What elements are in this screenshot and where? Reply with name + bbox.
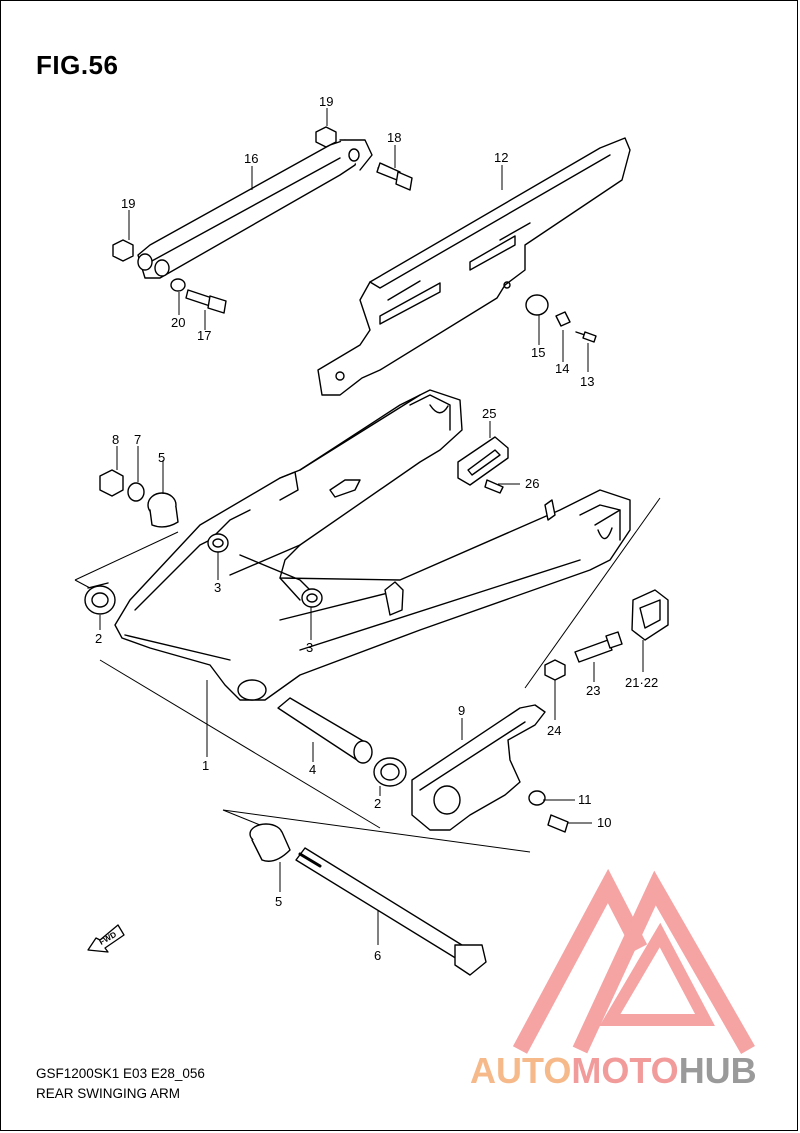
bolt-part10 [547,814,569,833]
bolt-part23 [574,631,623,663]
callout-24: 24 [547,723,561,738]
callout-2-lower: 2 [374,796,381,811]
watermark-logo [512,868,755,1054]
spacer-part4 [277,697,373,764]
nut-part19-top [315,126,337,148]
watermark-part2: MOTO [571,1050,679,1091]
model-code: GSF1200SK1 E03 E28_056 [36,1066,205,1081]
bearing-part3-upper [207,533,229,553]
callout-19-top: 19 [319,94,333,109]
spacer-part11 [528,790,546,806]
watermark-text: AUTOMOTOHUB [470,1050,757,1092]
plate-part25 [457,436,509,486]
bolt-part26 [484,479,504,494]
nut-part24 [544,659,566,681]
callout-16: 16 [244,151,258,166]
washer-part7 [127,482,145,502]
callout-25: 25 [482,406,496,421]
callout-3-upper: 3 [214,580,221,595]
torque-link-part16 [137,139,373,279]
callout-15: 15 [531,345,545,360]
callout-14: 14 [555,361,569,376]
callout-5-lower: 5 [275,894,282,909]
callout-5-upper: 5 [158,450,165,465]
collar-part14 [555,311,571,327]
callout-11: 11 [578,792,592,807]
callout-9: 9 [458,703,465,718]
callout-6: 6 [374,948,381,963]
screw-part13 [575,331,597,343]
chain-adjuster-part21-22 [631,589,669,641]
grommet-part15 [525,294,549,316]
callout-4: 4 [309,762,316,777]
callout-18: 18 [387,130,401,145]
callout-13: 13 [580,374,594,389]
callout-12: 12 [494,150,508,165]
callout-3-lower: 3 [306,640,313,655]
figure-title: FIG.56 [36,50,119,80]
callout-26: 26 [525,476,539,491]
washer-part20 [170,278,186,292]
bolt-part17 [185,289,227,314]
callout-17: 17 [197,328,211,343]
nut-part8 [99,469,124,497]
callout-7: 7 [134,432,141,447]
bushing-part5-upper [147,492,179,528]
callout-19-left: 19 [121,196,135,211]
watermark-part1: AUTO [470,1050,572,1091]
bearing-part3-lower [301,588,323,608]
callout-2-upper: 2 [95,631,102,646]
swingarm-part1 [114,389,631,701]
bushing-part5-lower [249,823,291,862]
callout-1: 1 [202,758,209,773]
bolt-part18 [376,162,413,191]
chain-buffer-part9 [411,704,546,831]
bearing-part2-lower [373,757,407,787]
bearing-part2-upper [84,582,116,615]
fwd-arrow-icon [87,924,125,953]
chain-case-part12 [317,137,631,396]
watermark-part3: HUB [678,1050,757,1091]
callout-23: 23 [586,683,600,698]
callout-21-22: 21·22 [625,675,658,690]
pivot-shaft-part6 [295,847,487,976]
callout-10: 10 [597,815,611,830]
callout-8: 8 [112,432,119,447]
figure-name: REAR SWINGING ARM [36,1086,181,1101]
nut-part19-left [112,239,134,262]
callout-20: 20 [171,315,185,330]
